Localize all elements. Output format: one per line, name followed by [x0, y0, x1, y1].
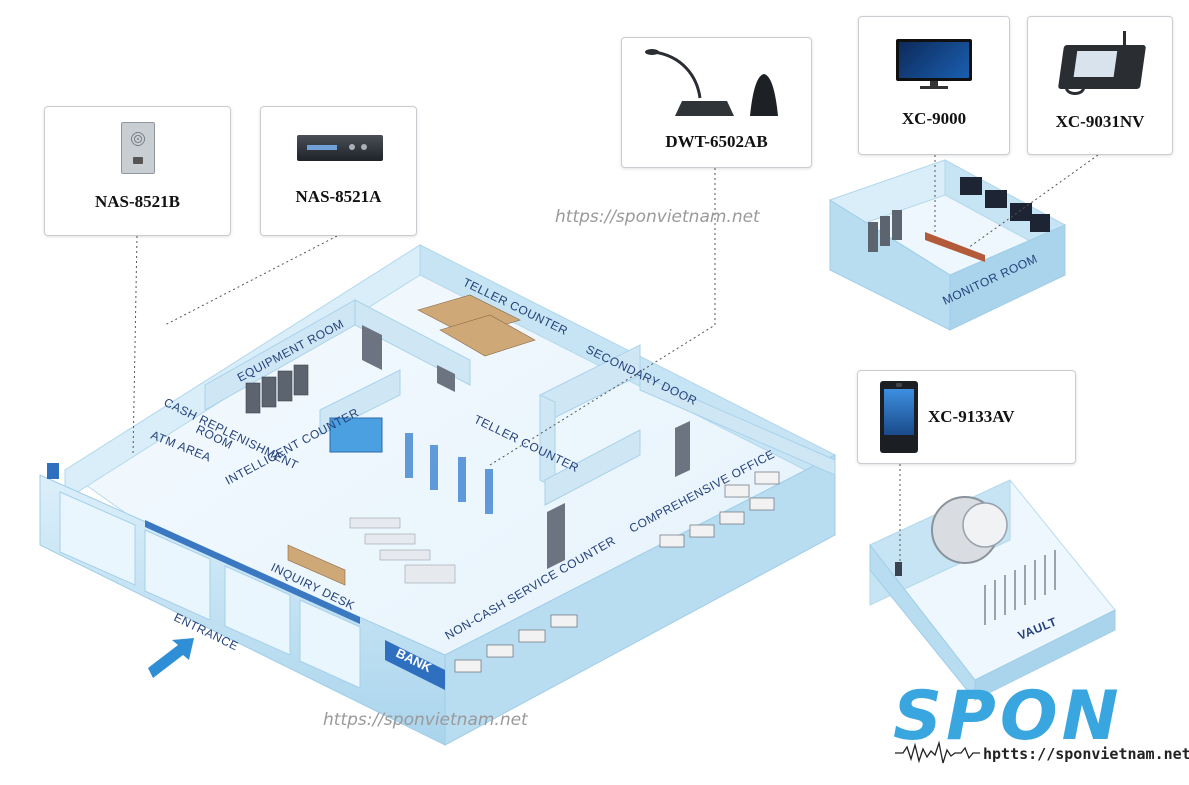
- teller-booths: [405, 433, 493, 514]
- facade-windows: [59, 491, 361, 689]
- intercom-panel-icon: [121, 122, 155, 174]
- connector-xc9031nv: [967, 154, 1099, 249]
- connector-lines: [132, 154, 1099, 565]
- spon-logo: SPON hptts://sponvietnam.net: [893, 677, 1189, 773]
- product-card-nas8521b: NAS-8521B: [44, 106, 231, 236]
- spon-logo-wordmark: SPON: [893, 677, 1123, 756]
- monitor-server-racks: [868, 210, 902, 252]
- face-terminal-icon: [880, 381, 918, 453]
- vault-gate: [984, 550, 1056, 625]
- vault-room: VAULT: [869, 479, 1116, 702]
- monitor-screen-icon: [896, 39, 972, 89]
- connector-dwt6502ab: [489, 168, 716, 466]
- connector-nas8521b: [132, 235, 138, 456]
- watermark-bottom: https://sponvietnam.net: [323, 710, 528, 730]
- equipment-racks: [245, 364, 309, 414]
- product-model-xc9000: XC-9000: [901, 109, 967, 128]
- product-card-nas8521a: NAS-8521A: [260, 106, 417, 236]
- doors: [362, 325, 690, 569]
- product-card-xc9133av: XC-9133AV: [857, 370, 1076, 464]
- inquiry-desk: [287, 544, 346, 586]
- product-model-dwt6502ab: DWT-6502AB: [665, 132, 768, 151]
- product-model-nas8521b: NAS-8521B: [94, 192, 180, 211]
- monitor-desk: [925, 232, 985, 262]
- product-card-dwt6502ab: DWT-6502AB: [621, 37, 812, 168]
- spon-logo-url: hptts://sponvietnam.net: [983, 745, 1189, 763]
- intelligent-counter-screen: [329, 417, 383, 453]
- watermark-top: https://sponvietnam.net: [555, 207, 760, 227]
- gooseneck-microphone-icon: [645, 49, 778, 116]
- product-card-xc9000: XC-9000: [858, 16, 1010, 155]
- facade-band: [145, 520, 360, 624]
- connector-nas8521a: [164, 235, 338, 326]
- video-console-icon: [1057, 31, 1147, 97]
- product-model-nas8521a: NAS-8521A: [295, 187, 382, 206]
- facade-logo-badge: [47, 463, 59, 479]
- office-desks: [659, 471, 780, 548]
- bank-building: BANK TELLER COUNTER EQUIPMENT ROOM SECON…: [39, 244, 836, 746]
- product-card-xc9031nv: XC-9031NV: [1027, 16, 1173, 155]
- interior-walls: [204, 299, 836, 506]
- teller-counter-desks: [417, 294, 536, 357]
- product-model-xc9133av: XC-9133AV: [928, 407, 1015, 426]
- entrance-arrow: [148, 638, 194, 678]
- soundwave-icon: [895, 741, 980, 764]
- bank-wall-front-right: [444, 454, 836, 746]
- non-cash-desks: [454, 614, 578, 673]
- product-model-xc9031nv: XC-9031NV: [1055, 112, 1145, 131]
- monitor-wall-screens: [960, 177, 1050, 232]
- vault-terminal: [895, 562, 902, 576]
- network-amplifier-icon: [297, 135, 383, 161]
- waiting-seats: [349, 517, 456, 584]
- monitor-room: MONITOR ROOM: [828, 159, 1067, 331]
